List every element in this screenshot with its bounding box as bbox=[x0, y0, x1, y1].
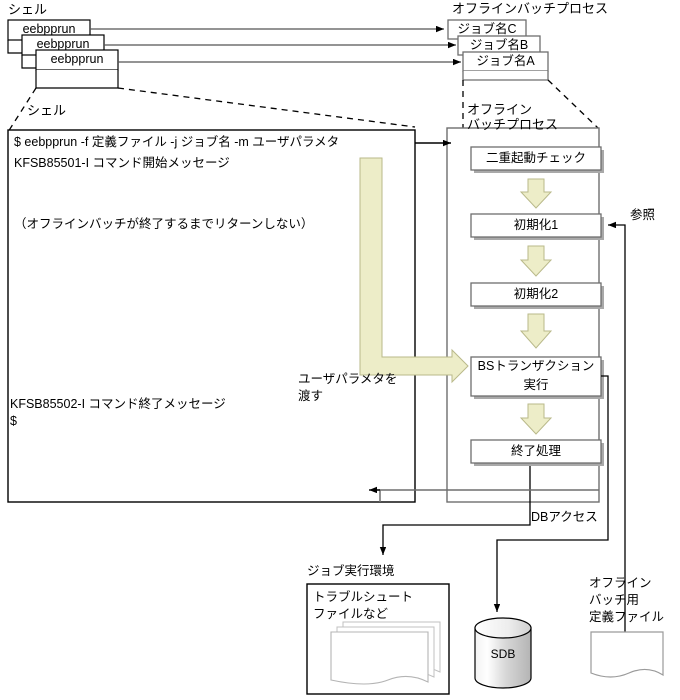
step-duplicate-start-check[interactable]: 二重起動チェック bbox=[485, 150, 586, 165]
job-env-content-line1: トラブルシュート bbox=[313, 590, 414, 604]
job-stack-group bbox=[447, 19, 549, 81]
db-access-line bbox=[493, 375, 609, 612]
shell-start-message: KFSB85501-I コマンド開始メッセージ bbox=[14, 156, 230, 170]
definition-file-shape bbox=[590, 631, 664, 678]
def-file-caption-line2: バッチ用 bbox=[589, 593, 640, 607]
job-env-box bbox=[306, 583, 450, 695]
job-name-a[interactable]: ジョブ名A bbox=[476, 53, 535, 68]
user-parameter-arrow bbox=[359, 157, 469, 384]
process-panel-caption-1: オフライン bbox=[467, 102, 533, 117]
def-file-caption-line1: オフライン bbox=[589, 576, 652, 590]
sdb-label: SDB bbox=[490, 646, 516, 661]
def-file-caption-line3: 定義ファイル bbox=[589, 610, 665, 624]
shell-panel-caption: シェル bbox=[27, 103, 67, 118]
pass-parameter-label-line2: 渡す bbox=[298, 389, 324, 403]
db-access-label: DBアクセス bbox=[531, 510, 598, 524]
step-initialize-1[interactable]: 初期化1 bbox=[513, 217, 559, 232]
shell-no-return-note: （オフラインバッチが終了するまでリターンしない） bbox=[14, 217, 314, 231]
shell-detail-panel bbox=[7, 129, 416, 503]
job-env-content-line2: ファイルなど bbox=[313, 607, 389, 621]
step-termination[interactable]: 終了処理 bbox=[510, 443, 561, 458]
process-flow-arrows bbox=[519, 178, 553, 435]
process-return-line bbox=[369, 486, 599, 502]
offline-batch-process-title: オフラインバッチプロセス bbox=[452, 1, 609, 16]
step-bs-transaction-line1[interactable]: BSトランザクション bbox=[477, 359, 595, 374]
job-name-c[interactable]: ジョブ名C bbox=[457, 21, 517, 36]
shell-process-1[interactable]: eebpprun bbox=[22, 22, 76, 37]
shell-process-3[interactable]: eebpprun bbox=[50, 52, 104, 67]
reference-line bbox=[608, 221, 626, 640]
shell-to-job-connectors bbox=[90, 25, 461, 66]
shell-end-message: KFSB85502-I コマンド終了メッセージ bbox=[10, 397, 226, 411]
job-env-line bbox=[379, 466, 531, 555]
step-initialize-2[interactable]: 初期化2 bbox=[513, 286, 559, 301]
pass-parameter-label-line1: ユーザパラメタを bbox=[298, 372, 398, 386]
process-step-boxes bbox=[470, 146, 604, 466]
reference-label: 参照 bbox=[630, 208, 656, 222]
shell-section-title: シェル bbox=[8, 2, 48, 17]
step-bs-transaction-line2[interactable]: 実行 bbox=[523, 378, 549, 393]
job-name-b[interactable]: ジョブ名B bbox=[469, 37, 529, 52]
shell-stack-group bbox=[7, 19, 119, 89]
expansion-guides bbox=[7, 79, 599, 133]
shell-process-2[interactable]: eebpprun bbox=[36, 37, 90, 52]
job-env-caption: ジョブ実行環境 bbox=[307, 564, 395, 578]
shell-prompt: $ bbox=[10, 414, 17, 428]
process-panel-caption-2: バッチプロセス bbox=[467, 117, 559, 132]
shell-command-line: $ eebpprun -f 定義ファイル -j ジョブ名 -m ユーザパラメタ bbox=[14, 135, 340, 149]
sdb-cylinder bbox=[474, 617, 532, 689]
